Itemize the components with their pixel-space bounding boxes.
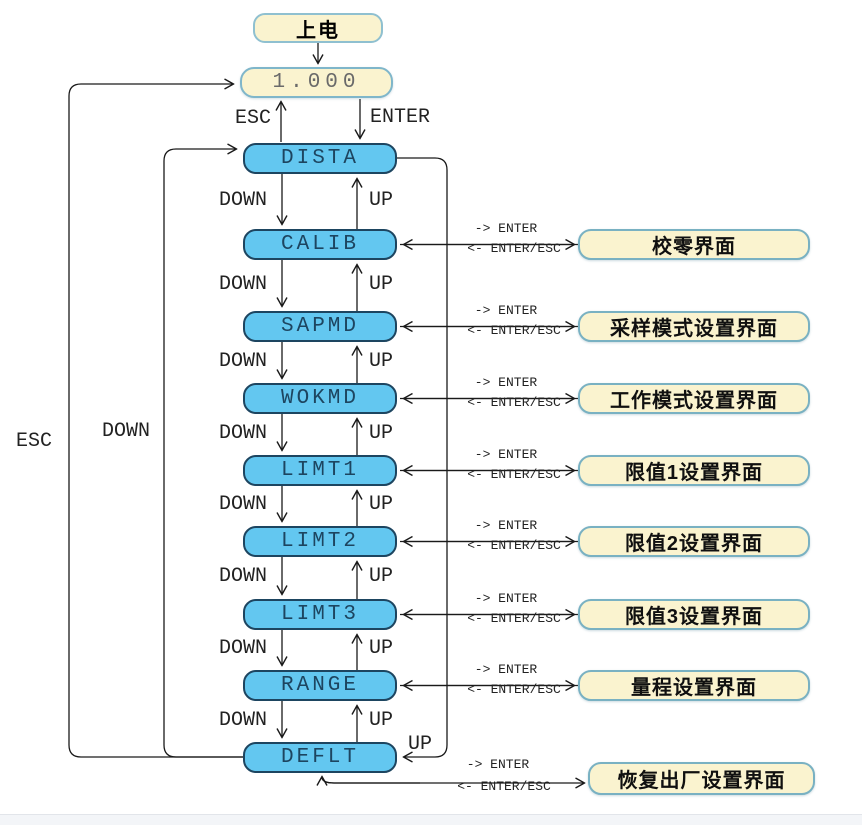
enter-back-label: <- ENTER/ESC <box>457 779 551 794</box>
down-label: DOWN <box>218 637 267 660</box>
power-on-node: 上电 <box>253 13 383 43</box>
down-loop-label: DOWN <box>101 420 150 443</box>
enter-forward-label: -> ENTER <box>474 302 538 318</box>
panel-range: 量程设置界面 <box>578 670 810 701</box>
esc-top-label: ESC <box>234 107 271 130</box>
down-label: DOWN <box>218 565 267 588</box>
enter-back-label: <- ENTER/ESC <box>467 322 561 338</box>
menu-node-dista: DISTA <box>243 143 397 174</box>
enter-back-label: <- ENTER/ESC <box>467 681 561 697</box>
panel-sapmd: 采样模式设置界面 <box>578 311 810 342</box>
enter-forward-label: -> ENTER <box>474 661 538 677</box>
panel-limt1: 限值1设置界面 <box>578 455 810 486</box>
page-bottom-strip <box>0 814 862 825</box>
enter-forward-label: -> ENTER <box>474 374 538 390</box>
down-label: DOWN <box>218 349 267 373</box>
up-label: UP <box>368 272 393 296</box>
down-label: DOWN <box>218 493 267 516</box>
enter-back-label: <- ENTER/ESC <box>467 610 561 626</box>
menu-node-range: RANGE <box>243 670 397 701</box>
enter-forward-label: -> ENTER <box>474 446 538 462</box>
panel-limt2: 限值2设置界面 <box>578 526 810 557</box>
up-label: UP <box>368 421 393 445</box>
menu-node-limt2: LIMT2 <box>243 526 397 557</box>
up-wrap-label: UP <box>407 733 432 756</box>
menu-node-limt3: LIMT3 <box>243 599 397 630</box>
enter-forward-label: -> ENTER <box>466 757 530 772</box>
up-label: UP <box>368 637 393 660</box>
panel-wokmd: 工作模式设置界面 <box>578 383 810 414</box>
measurement-display-node: 1.000 <box>240 67 393 98</box>
down-label: DOWN <box>218 708 267 732</box>
down-label: DOWN <box>218 188 267 212</box>
enter-back-label: <- ENTER/ESC <box>467 394 561 410</box>
panel-calib: 校零界面 <box>578 229 810 260</box>
down-label: DOWN <box>218 421 267 445</box>
up-label: UP <box>368 349 393 373</box>
menu-node-limt1: LIMT1 <box>243 455 397 486</box>
menu-node-calib: CALIB <box>243 229 397 260</box>
panel-limt3: 限值3设置界面 <box>578 599 810 630</box>
menu-node-wokmd: WOKMD <box>243 383 397 414</box>
enter-forward-label: -> ENTER <box>474 220 538 236</box>
enter-forward-label: -> ENTER <box>474 517 538 533</box>
enter-top-label: ENTER <box>369 106 430 129</box>
up-label: UP <box>368 493 393 516</box>
enter-back-label: <- ENTER/ESC <box>467 240 561 256</box>
esc-loop-label: ESC <box>15 430 52 453</box>
enter-back-label: <- ENTER/ESC <box>467 466 561 482</box>
up-label: UP <box>368 708 393 732</box>
down-label: DOWN <box>218 272 267 296</box>
enter-forward-label: -> ENTER <box>474 590 538 606</box>
panel-deflt: 恢复出厂设置界面 <box>588 762 815 795</box>
enter-back-label: <- ENTER/ESC <box>467 537 561 553</box>
menu-node-deflt: DEFLT <box>243 742 397 773</box>
menu-node-sapmd: SAPMD <box>243 311 397 342</box>
up-label: UP <box>368 565 393 588</box>
up-label: UP <box>368 188 393 212</box>
